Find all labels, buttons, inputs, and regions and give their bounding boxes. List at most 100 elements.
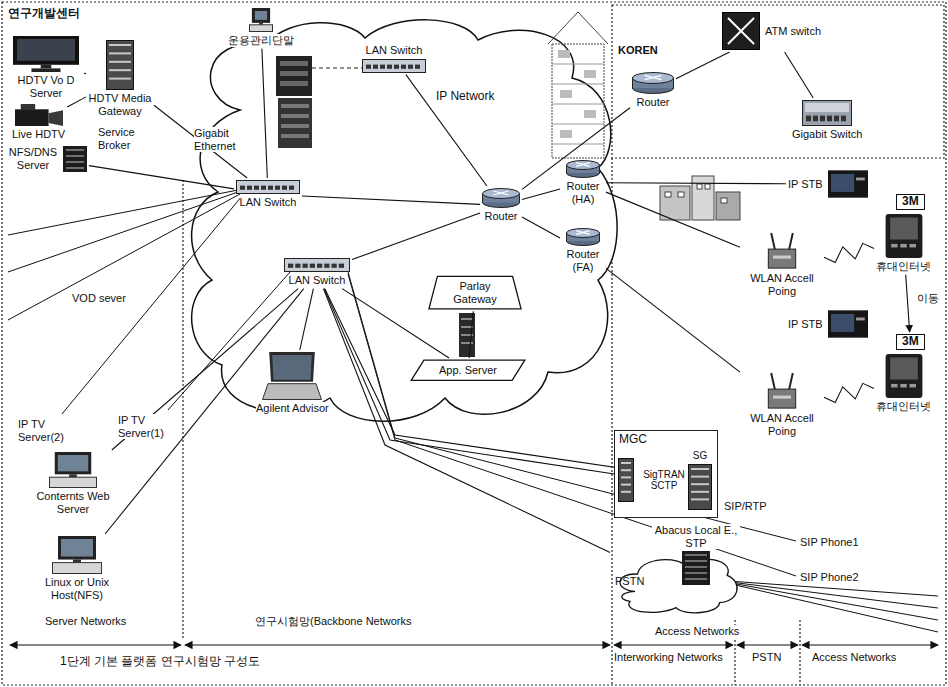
region-label: Service Broker [98,126,148,151]
icon-part [806,116,811,122]
gigabit-switch: Gigabit Switch [792,100,862,141]
region-label: SIP Phone2 [800,571,859,584]
server-rack [281,124,309,128]
node-label: 휴대인터넷 [876,260,931,273]
icon-part [691,483,709,485]
switch-icon [284,258,350,272]
router: Router [482,188,520,223]
connector [606,268,740,372]
node-label: SigTRAN SCTP [639,469,689,492]
icon-part [366,64,371,68]
icon-part [255,11,267,20]
icon-part [15,109,49,126]
icon-part [285,259,350,272]
region-label: Interworking Networks [614,651,723,664]
connector [112,289,298,450]
icon-part [66,161,84,163]
connector [300,289,314,350]
connector [469,311,473,358]
span-arrow [10,644,938,645]
icon-part [270,352,316,382]
pc-device: Conternts Web Server [36,452,110,515]
icon-part [261,186,266,190]
wire [8,190,938,632]
icon-part [831,314,854,332]
icon-part [728,18,754,44]
signaling-device: SigTRAN SCTP [618,458,689,502]
span-arrow [10,644,181,645]
connector [89,166,234,189]
icon-part [891,244,897,248]
icon-part [61,539,93,557]
node-label: 3M [902,335,919,349]
icon-part [380,64,385,68]
region-label: Access Networks [812,651,896,664]
pc-icon [52,536,102,574]
tag-box: 3M [896,194,925,210]
app-server-shape: App. Server [410,360,526,381]
icon-part [363,59,426,72]
icon-part [645,75,662,79]
connector [262,49,267,178]
switch-icon [362,59,426,73]
node-label: LAN Switch [289,274,346,287]
wire [714,580,938,608]
icon-part [237,181,300,194]
icon-part [768,389,795,408]
pstn-cloud: PSTNAbacus Local E., STP [612,553,740,615]
icon-part [273,355,313,380]
icon-part [685,560,707,562]
icon-part [685,566,707,568]
node-label: ATM switch [765,25,821,38]
icon-part [109,44,131,46]
region-label: IP TV Server(2) [18,418,70,443]
node-label: IP STB [788,318,823,331]
server-rack [280,81,308,86]
connector [154,105,247,178]
building-sketch [558,50,570,58]
building-sketch [552,44,604,158]
mobile-icon [881,354,927,398]
node-label: 3M [902,195,919,209]
icon-part [41,65,52,69]
region-border [182,180,183,640]
icon-part [691,498,709,500]
icon-part [55,452,91,474]
icon-part [567,229,600,238]
connector [352,213,480,260]
region-label: PSTN [752,651,781,664]
router: Router (FA) [562,228,604,273]
node-label: HDTV Vo D Server [10,74,82,99]
icon-part [621,476,631,478]
node-label: Abacus Local E., STP [652,524,740,549]
node-label: WLAN Accell Poing [742,412,822,437]
node-label: SG [693,450,707,462]
icon-part [691,475,709,477]
icon-part [621,469,631,471]
icon-part [254,186,259,190]
region-label: SIP Phone1 [800,536,859,549]
icon-part [240,186,245,190]
router-icon [566,160,600,178]
icon-part [828,170,868,197]
region-label: 연구시험망(Backbone Networks [255,615,412,628]
icon-part [685,578,707,580]
camera-icon [15,104,63,126]
building-group [705,184,710,189]
icon-part [900,384,906,388]
node-label: IP STB [788,178,823,191]
region-label: IP TV Server(1) [118,414,174,439]
icon-part [288,264,293,268]
signaling-gateway: SG [688,450,712,510]
icon-part [856,178,865,181]
router: Router [632,72,674,109]
mobile-icon [881,214,927,258]
node-label: NFS/DNS Server [8,146,58,171]
server-rack [312,68,362,69]
node-label: Agilent Advisor [256,402,329,415]
mobile-terminal: 휴대인터넷 [876,354,931,413]
connector [906,275,910,332]
icon-part [373,64,378,68]
icon-part [66,149,84,151]
